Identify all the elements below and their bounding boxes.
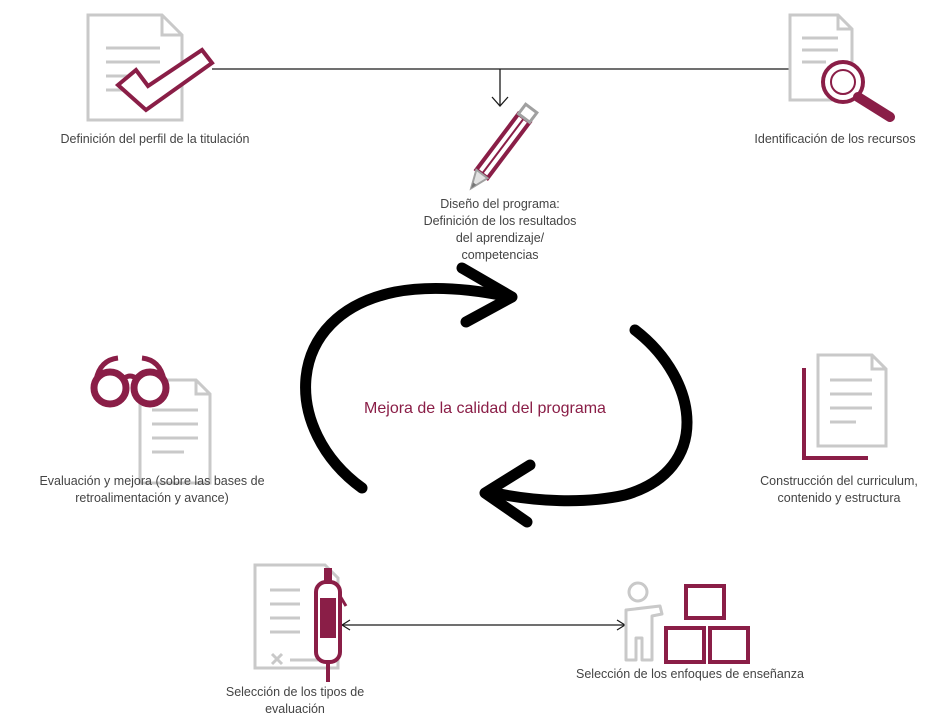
down-arrow-head: [491, 96, 509, 107]
document-check-icon: [86, 13, 215, 122]
node-label-recursos: Identificación de los recursos: [754, 132, 916, 146]
node-label-enfoques: Selección de los enfoques de enseñanza: [576, 667, 804, 681]
stacked-documents-icon: [802, 353, 888, 460]
node-label-curriculum: Construcción del curriculum, contenido y…: [760, 474, 918, 505]
center-title: Mejora de la calidad del programa: [364, 400, 606, 417]
glasses-document-icon: [90, 355, 212, 485]
node-label-evaluacion-tipos: Selección de los tipos de evaluación: [225, 685, 365, 716]
cycle-arrow-upper: [300, 262, 518, 494]
cycle-arrow-lower: [479, 324, 693, 528]
node-label-diseno: Diseño del programa: Definición de los r…: [423, 197, 577, 262]
node-label-perfil: Definición del perfil de la titulación: [60, 132, 250, 146]
document-magnifier-icon: [788, 13, 895, 122]
clipboard-pen-icon: [253, 563, 348, 682]
pencil-icon: [469, 102, 539, 191]
teacher-blocks-icon: [624, 581, 750, 664]
node-label-evaluacion-mejora: Evaluación y mejora (sobre las bases de …: [39, 474, 265, 505]
